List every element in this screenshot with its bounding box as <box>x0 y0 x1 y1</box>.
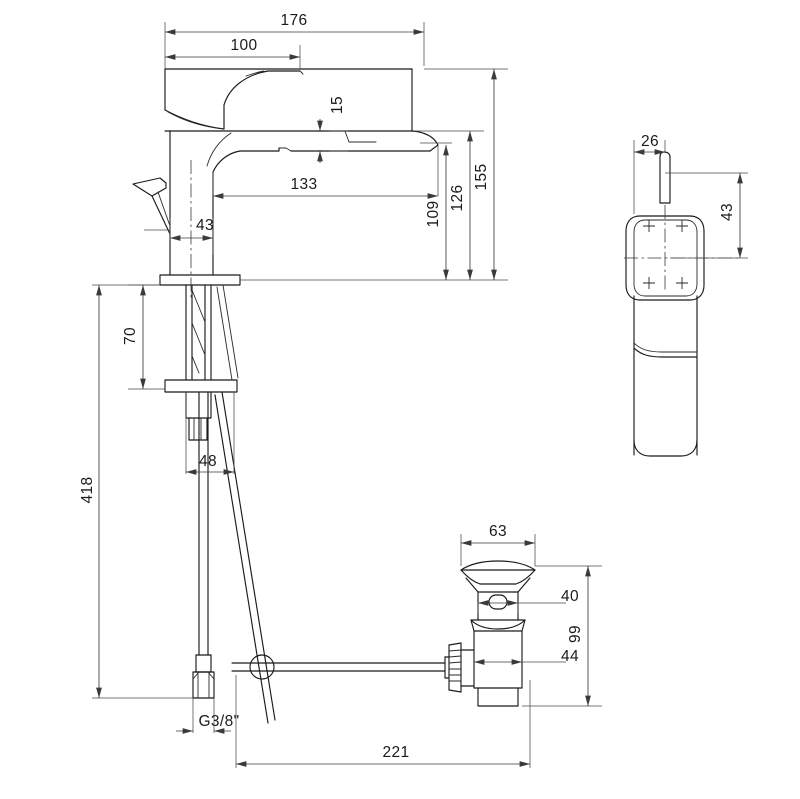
front-view-dimensions: 176 100 15 133 43 <box>79 12 531 768</box>
faucet-column-body <box>169 130 214 276</box>
waste-cap-left <box>460 569 481 585</box>
dimension-label-70: 70 <box>122 327 139 345</box>
lift-rod-linkage <box>231 654 446 680</box>
base-plate <box>159 274 241 286</box>
waste-mid-flange-top <box>470 619 526 630</box>
plus-mark-icon <box>643 277 655 289</box>
dimension-label-48: 48 <box>199 453 217 470</box>
plus-mark-icon <box>643 220 655 232</box>
dimension-label-155: 155 <box>473 163 490 190</box>
side-handle-plate <box>625 215 705 301</box>
plus-mark-icon <box>676 277 688 289</box>
side-spout-step-inner <box>633 342 698 353</box>
dimension-label-15: 15 <box>329 96 346 114</box>
waste-rod-gland-nut <box>444 642 475 693</box>
side-spout-step <box>633 347 698 358</box>
dimension-label-133: 133 <box>290 176 317 193</box>
side-view-dimensions: 26 43 <box>633 133 748 259</box>
dimension-label-43-handle: 43 <box>719 203 736 221</box>
plus-mark-icon <box>676 220 688 232</box>
side-lever-stem <box>659 151 671 204</box>
side-body-bottom <box>633 439 698 457</box>
waste-mid-flange-left <box>470 619 475 632</box>
lever-handle <box>132 177 171 235</box>
dimension-label-100: 100 <box>230 37 257 54</box>
waste-flange-right <box>517 577 531 593</box>
supply-hose <box>192 391 215 699</box>
dimension-label-43-body: 43 <box>196 217 214 234</box>
side-handle-plate-inner <box>633 219 698 297</box>
dimension-label-44: 44 <box>561 648 579 665</box>
faucet-spout-outline <box>206 130 439 256</box>
faucet-upper-body-outline <box>164 68 413 130</box>
dimension-label-109: 109 <box>425 200 442 227</box>
dimension-label-176: 176 <box>280 12 307 29</box>
front-elevation-view <box>132 68 446 724</box>
dimension-label-126: 126 <box>449 184 466 211</box>
threaded-shank-assembly <box>185 284 212 381</box>
dimension-label-418: 418 <box>79 476 96 503</box>
dimension-label-221: 221 <box>382 744 409 761</box>
dimension-label-g38: G3/8" <box>198 713 239 730</box>
waste-overflow-slot <box>488 594 508 610</box>
pop-up-pull-rod <box>214 284 276 724</box>
waste-flange-left <box>465 577 479 593</box>
waste-mid-flange-right <box>521 619 526 632</box>
dimension-label-63: 63 <box>489 523 507 540</box>
dimension-label-99: 99 <box>567 625 584 643</box>
waste-view-dimensions: 63 40 44 99 <box>460 523 602 707</box>
waste-cap-right <box>515 569 536 585</box>
side-elevation-view <box>624 151 740 457</box>
waste-assembly-view <box>444 560 536 707</box>
mounting-nut-plate <box>164 379 238 393</box>
dimension-label-40: 40 <box>561 588 579 605</box>
fixing-point-marks <box>643 220 688 289</box>
dimension-label-26: 26 <box>641 133 659 150</box>
aerator-detail <box>344 130 377 143</box>
waste-cap-top <box>460 560 536 571</box>
